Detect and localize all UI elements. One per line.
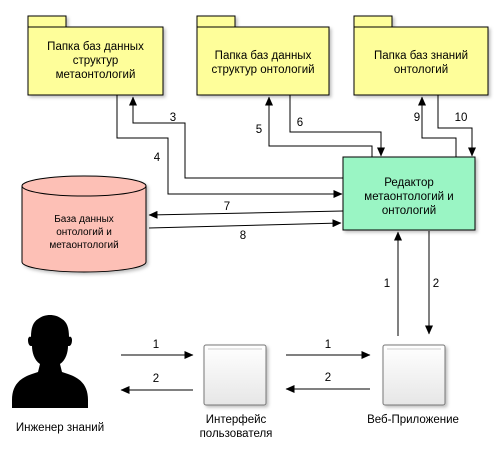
folder-meta-label-3: метаонтологий <box>56 69 136 81</box>
engineer-person-icon <box>12 315 88 408</box>
folder-know-label-2: онтологий <box>394 64 448 76</box>
database-label-1: База данных <box>54 214 114 225</box>
database-top <box>21 175 147 197</box>
folder-know-label-1: Папка баз знаний <box>374 50 468 62</box>
database-body <box>21 186 147 273</box>
label-7: 7 <box>224 201 230 213</box>
ui-label-2: пользователя <box>200 428 273 440</box>
label-editor-up: 1 <box>384 278 390 290</box>
label-5: 5 <box>256 124 262 136</box>
arrow-7 <box>148 210 344 219</box>
folder-meta-label-1: Папка баз данных <box>47 41 144 53</box>
arrow-5 <box>265 96 373 157</box>
folder-onto-label-1: Папка баз данных <box>215 50 312 62</box>
editor-label-3: онтологий <box>382 205 436 217</box>
arrow-3 <box>129 96 343 179</box>
arrow-9 <box>418 96 457 157</box>
folder-onto-label-2: структур онтологий <box>211 64 314 76</box>
label-ui-to-engineer: 2 <box>153 373 159 385</box>
label-10: 10 <box>455 112 468 124</box>
folder-meta-structures <box>27 15 164 96</box>
arrow-10 <box>437 95 476 157</box>
label-8: 8 <box>240 230 246 242</box>
label-3: 3 <box>170 112 176 124</box>
arrow-8 <box>148 219 342 229</box>
web-app-icon <box>382 344 446 406</box>
folder-meta-label-2: структур <box>73 55 119 67</box>
folder-knowledge-bases <box>353 15 489 96</box>
arrow-6 <box>289 95 385 157</box>
editor-label-1: Редактор <box>384 177 434 189</box>
ui-label-1: Интерфейс <box>206 414 267 426</box>
label-ui-to-web: 1 <box>325 339 331 351</box>
folder-know-shape <box>353 15 489 96</box>
folder-meta-shape <box>27 15 164 96</box>
label-editor-down: 2 <box>433 278 439 290</box>
folder-onto-structures <box>196 15 330 96</box>
label-web-to-ui: 2 <box>325 372 331 384</box>
label-engineer-to-ui: 1 <box>153 339 159 351</box>
folder-onto-shape <box>196 15 330 96</box>
label-4: 4 <box>154 152 161 164</box>
ui-terminal-icon <box>203 344 267 406</box>
engineer-label: Инженер знаний <box>16 422 104 434</box>
label-9: 9 <box>414 112 420 124</box>
database-cylinder <box>21 175 147 273</box>
label-6: 6 <box>297 117 303 129</box>
web-label: Веб-Приложение <box>367 414 459 426</box>
arrow-4 <box>116 95 343 198</box>
editor-box <box>342 156 476 231</box>
database-label-3: метаонтологий <box>49 240 118 251</box>
editor-label-2: метаонтологий и <box>364 191 453 203</box>
database-label-2: онтологий и <box>56 227 112 238</box>
